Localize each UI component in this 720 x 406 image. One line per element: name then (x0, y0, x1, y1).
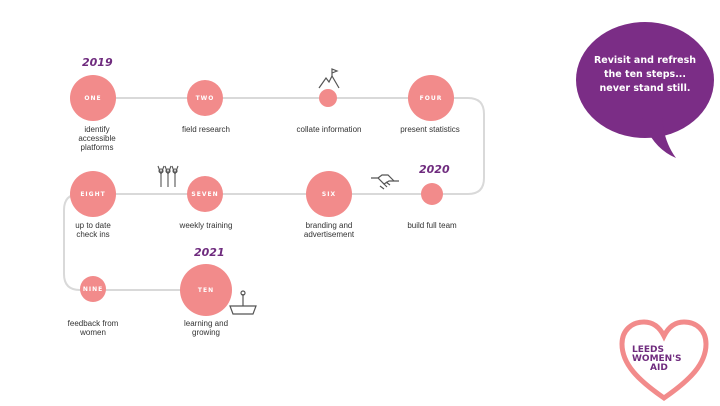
step-10-label: learning and growing (183, 319, 229, 337)
heart-logo-icon (619, 319, 709, 402)
step-9-label: feedback from women (67, 319, 119, 337)
year-2021: 2021 (194, 246, 225, 259)
step-2-label: field research (181, 125, 231, 134)
step-4-node: FOUR (408, 75, 454, 121)
step-1-label: identify accessible platforms (78, 125, 116, 152)
logo-wordmark: LEEDS WOMEN'S AID (632, 346, 702, 373)
logo-line-3: AID (650, 363, 668, 373)
podium-microphone-icon (229, 290, 257, 315)
handshake-icon (371, 174, 399, 190)
speech-bubble-tail (642, 118, 676, 158)
step-8-node: EIGHT (70, 171, 116, 217)
step-10-node: TEN (180, 264, 232, 316)
step-9-node: NINE (80, 276, 106, 302)
mountain-flag-icon (318, 68, 340, 89)
year-2020: 2020 (419, 163, 450, 176)
logo-line-2: WOMEN'S (632, 354, 682, 364)
step-6-node: SIX (306, 171, 352, 217)
logo-line-1: LEEDS (632, 345, 664, 355)
step-1-node: ONE (70, 75, 116, 121)
step-7-label: weekly training (179, 221, 233, 230)
step-3-node (319, 89, 337, 107)
bubble-message: Revisit and refresh the ten steps... nev… (593, 55, 697, 94)
step-7-node: SEVEN (187, 176, 223, 212)
step-6-label: branding and advertisement (303, 221, 355, 239)
year-2019: 2019 (82, 56, 113, 69)
step-8-label: up to date check ins (75, 221, 111, 239)
step-2-node: TWO (187, 80, 223, 116)
step-5-label: build full team (407, 221, 457, 230)
step-5-node (421, 183, 443, 205)
step-3-label: collate information (296, 125, 362, 134)
step-4-label: present statistics (400, 125, 460, 134)
team-cheering-icon (157, 165, 179, 187)
